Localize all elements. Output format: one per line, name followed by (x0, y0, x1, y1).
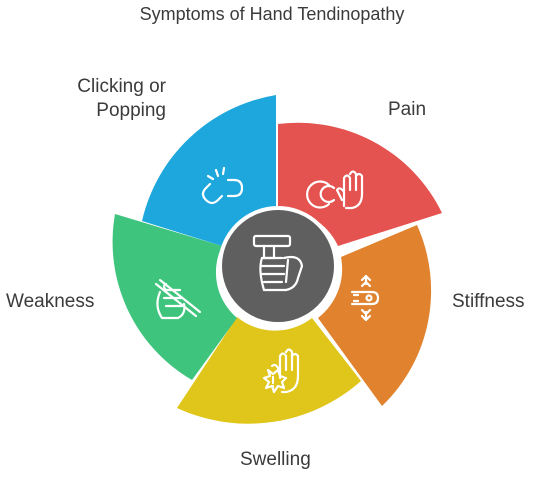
segment-clicking (142, 95, 276, 246)
hand-pain-icon (306, 170, 364, 210)
label-weakness: Weakness (6, 291, 95, 312)
swollen-hand-icon (262, 348, 300, 394)
finger-stiffness-icon (350, 274, 380, 322)
label-clicking: Clicking or Popping (74, 75, 166, 123)
label-pain: Pain (388, 99, 427, 120)
diagram-title: Symptoms of Hand Tendinopathy (139, 4, 405, 24)
label-clicking-line2: Popping (96, 100, 166, 121)
label-clicking-line1: Clicking or (77, 76, 166, 97)
weak-grip-icon (154, 278, 202, 320)
segment-pain (278, 122, 442, 246)
broken-link-icon (201, 166, 244, 205)
segment-stiffness (318, 225, 432, 406)
label-swelling: Swelling (240, 449, 311, 470)
hand-gripping-bar-icon (252, 234, 304, 292)
label-stiffness: Stiffness (452, 291, 525, 312)
